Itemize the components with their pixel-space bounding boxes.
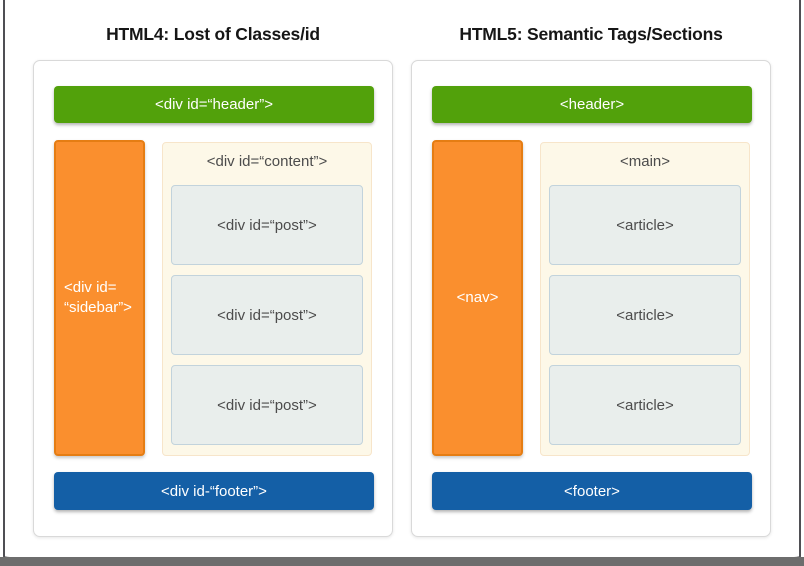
article-box-label: <article> <box>616 216 674 234</box>
html4-footer-box: <div id-“footer”> <box>54 472 374 510</box>
post-box-label: <div id=“post”> <box>217 306 317 324</box>
post-box: <div id=“post”> <box>171 185 363 265</box>
html5-header-label: <header> <box>559 96 625 113</box>
html5-header-box: <header> <box>432 86 752 123</box>
html5-main-box: <main> <article> <article> <article> <box>540 142 750 456</box>
html5-nav-box: <nav> <box>432 140 523 456</box>
post-box: <div id=“post”> <box>171 275 363 355</box>
html4-sidebar-box: <div id= “sidebar”> <box>54 140 145 456</box>
article-box-label: <article> <box>616 396 674 414</box>
post-box-label: <div id=“post”> <box>217 216 317 234</box>
html5-nav-label-line1: <nav> <box>456 289 499 306</box>
html4-content-label: <div id=“content”> <box>206 153 328 170</box>
article-box: <article> <box>549 365 741 445</box>
post-box-label: <div id=“post”> <box>217 396 317 414</box>
article-box: <article> <box>549 185 741 265</box>
html5-panel: <header> <nav> <main> <article> <article… <box>411 60 771 537</box>
html4-panel: <div id=“header”> <div id= “sidebar”> <d… <box>33 60 393 537</box>
html4-footer-label: <div id-“footer”> <box>161 482 267 500</box>
html4-header-label: <div id=“header”> <box>155 96 273 113</box>
article-box-label: <article> <box>616 306 674 324</box>
html4-title: HTML4: Lost of Classes/id <box>106 24 320 44</box>
article-box: <article> <box>549 275 741 355</box>
html5-main-label: <main> <box>619 153 671 170</box>
html5-footer-box: <footer> <box>432 472 752 510</box>
html5-footer-label: <footer> <box>564 482 620 500</box>
post-box: <div id=“post”> <box>171 365 363 445</box>
html4-sidebar-label-line2: “sidebar”> <box>64 299 132 316</box>
html4-header-box: <div id=“header”> <box>54 86 374 123</box>
html4-content-box: <div id=“content”> <div id=“post”> <div … <box>162 142 372 456</box>
html4-sidebar-label-line1: <div id= <box>64 279 117 296</box>
window-bottom-edge <box>0 557 804 566</box>
html5-title: HTML5: Semantic Tags/Sections <box>459 24 723 44</box>
